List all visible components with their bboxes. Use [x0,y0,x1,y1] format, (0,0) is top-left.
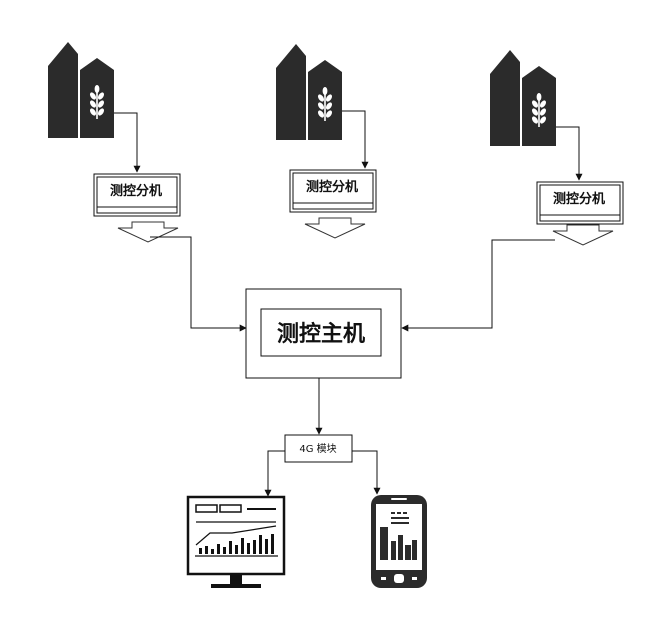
connector-granary-1 [114,112,141,173]
sub-unit-2: 测控分机 [289,169,377,213]
sub-unit-3: 测控分机 [536,181,624,225]
granary-icon-1 [48,42,114,138]
connector-module-to-phone [352,450,381,495]
connector-granary-2 [342,110,369,169]
connector-module-to-desktop [264,450,285,497]
granary-icon-3 [490,50,556,146]
smartphone-icon [371,495,427,588]
down-arrow-icon-3 [552,224,614,246]
module-4g-label: 4G 模块 [299,443,336,455]
main-unit: 测控主机 [245,288,402,379]
main-unit-label: 测控主机 [277,321,365,347]
sub-unit-3-label: 测控分机 [553,191,605,207]
connector-sub-1-to-main [150,236,247,332]
down-arrow-icon-2 [304,217,366,239]
down-arrow-icon-1 [117,221,179,243]
sub-unit-1: 测控分机 [93,173,181,217]
granary-icon-2 [276,44,342,140]
connector-sub-3-to-main [401,239,555,332]
connector-granary-3 [556,126,583,181]
sub-unit-2-label: 测控分机 [306,179,358,195]
sub-unit-1-label: 测控分机 [110,183,162,199]
module-4g: 4G 模块 [284,434,353,463]
desktop-monitor-icon [186,495,286,588]
